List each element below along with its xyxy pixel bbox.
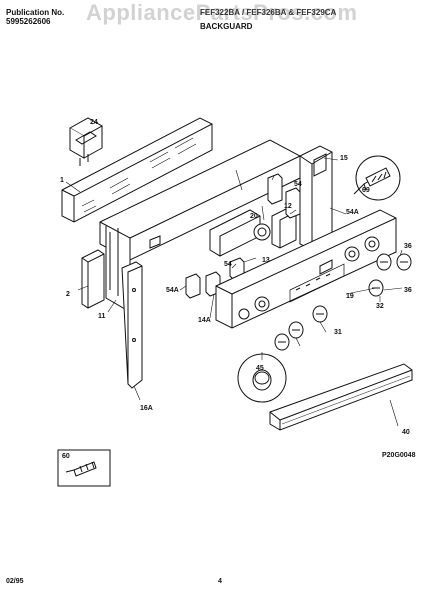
callout-13: 13	[262, 257, 270, 264]
callout-20: 20	[250, 213, 258, 220]
publication-number: 5995262606	[6, 17, 51, 26]
section-title: BACKGUARD	[200, 22, 253, 31]
callout-32: 32	[376, 303, 384, 310]
screw-box	[57, 449, 111, 487]
callout-36b: 36	[404, 287, 412, 294]
callout-2: 2	[66, 291, 70, 298]
infinite-switches-upper	[267, 173, 301, 219]
callout-69: 69	[362, 187, 370, 194]
callout-24: 24	[90, 119, 98, 126]
model-numbers: FEF322BA / FEF326BA & FEF329CA	[200, 8, 337, 17]
footer-date: 02/95	[6, 578, 24, 585]
watermark: AppliancePartsPros.com	[86, 0, 358, 25]
callout-14A: 14A	[198, 317, 211, 324]
rocker-switch	[68, 117, 104, 166]
control-knobs	[274, 253, 412, 351]
leader-lines	[65, 121, 403, 427]
callout-1: 1	[60, 177, 64, 184]
publication-label: Publication No.	[6, 8, 65, 17]
callout-45: 45	[256, 365, 264, 372]
callout-12: 12	[284, 203, 292, 210]
callout-36a: 36	[404, 243, 412, 250]
callout-31: 31	[334, 329, 342, 336]
trim-strip	[269, 363, 413, 431]
callout-40: 40	[402, 429, 410, 436]
end-cap	[121, 261, 143, 389]
page-number: 4	[218, 578, 222, 585]
callout-54a: 54	[294, 181, 302, 188]
screw-detail	[353, 155, 401, 201]
right-side-bracket	[299, 145, 333, 251]
callout-60: 60	[62, 453, 70, 460]
diagram-code: P20G0048	[382, 452, 416, 459]
callout-54A-a: 54A	[346, 209, 359, 216]
callout-15: 15	[340, 155, 348, 162]
callout-19: 19	[346, 293, 354, 300]
rear-panel	[61, 117, 213, 223]
left-side-bracket	[81, 249, 105, 309]
callout-labels: 1 2 11 13 14A 15 16A 12 19 20 24 31 32 3…	[60, 119, 412, 460]
knob-detail	[237, 353, 287, 403]
callout-54b: 54	[224, 261, 232, 268]
callout-11: 11	[98, 313, 106, 320]
callout-16A: 16A	[140, 405, 153, 412]
control-panel	[215, 209, 397, 329]
callout-54A-b: 54A	[166, 287, 179, 294]
